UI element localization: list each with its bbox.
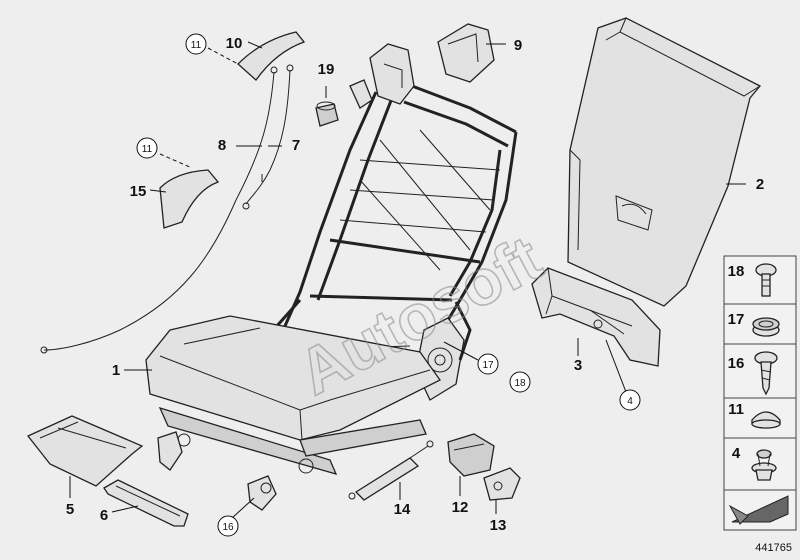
cover-5 <box>26 415 144 487</box>
callout-5: 5 <box>66 501 74 518</box>
callout-11-mid: 11 <box>142 144 153 155</box>
callout-9: 9 <box>514 37 522 54</box>
legend-label-16: 16 <box>728 355 745 372</box>
leader-lines <box>69 41 746 519</box>
callout-15: 15 <box>130 183 147 200</box>
callout-12: 12 <box>452 499 469 516</box>
bracket-3 <box>531 267 661 367</box>
callout-13: 13 <box>490 517 507 534</box>
bolt-icon <box>755 263 777 297</box>
callout-6: 6 <box>100 507 108 524</box>
callout-18: 18 <box>514 378 526 389</box>
cover-6 <box>103 479 189 527</box>
callout-11-top: 11 <box>191 40 202 51</box>
gas-strut-14 <box>348 440 434 501</box>
callout-17: 17 <box>482 360 494 371</box>
callouts: 11 10 8 7 19 9 11 15 2 1 3 4 17 18 5 6 1… <box>66 33 764 537</box>
callout-10: 10 <box>226 35 243 52</box>
callout-19: 19 <box>318 61 335 78</box>
callout-8: 8 <box>218 137 226 154</box>
backrest-panel <box>567 17 762 307</box>
switch-12 <box>447 433 495 477</box>
callout-7: 7 <box>292 137 300 154</box>
legend-label-4: 4 <box>732 445 741 462</box>
housing-9 <box>437 23 495 83</box>
release-cables <box>40 64 294 354</box>
callout-1: 1 <box>112 362 120 379</box>
fastener-legend: 18 17 16 11 4 <box>723 255 797 531</box>
legend-label-18: 18 <box>728 263 745 280</box>
clip-icon <box>751 449 777 481</box>
legend-label-17: 17 <box>728 311 745 328</box>
bracket-13 <box>483 467 521 501</box>
seat-cushion-tray <box>145 315 441 511</box>
diagram-id: 441765 <box>755 542 792 554</box>
arrow-icon <box>728 495 789 525</box>
handle-10 <box>237 31 306 81</box>
legend-label-11: 11 <box>728 401 744 418</box>
knob-19 <box>315 101 339 127</box>
callout-16: 16 <box>222 522 234 533</box>
callout-2: 2 <box>756 176 764 193</box>
callout-3: 3 <box>574 357 582 374</box>
screw-icon <box>754 351 778 396</box>
callout-4: 4 <box>627 396 633 407</box>
cap-icon <box>751 411 781 429</box>
callout-14: 14 <box>394 501 411 518</box>
grommet-icon <box>752 317 780 337</box>
handle-15 <box>159 169 220 229</box>
